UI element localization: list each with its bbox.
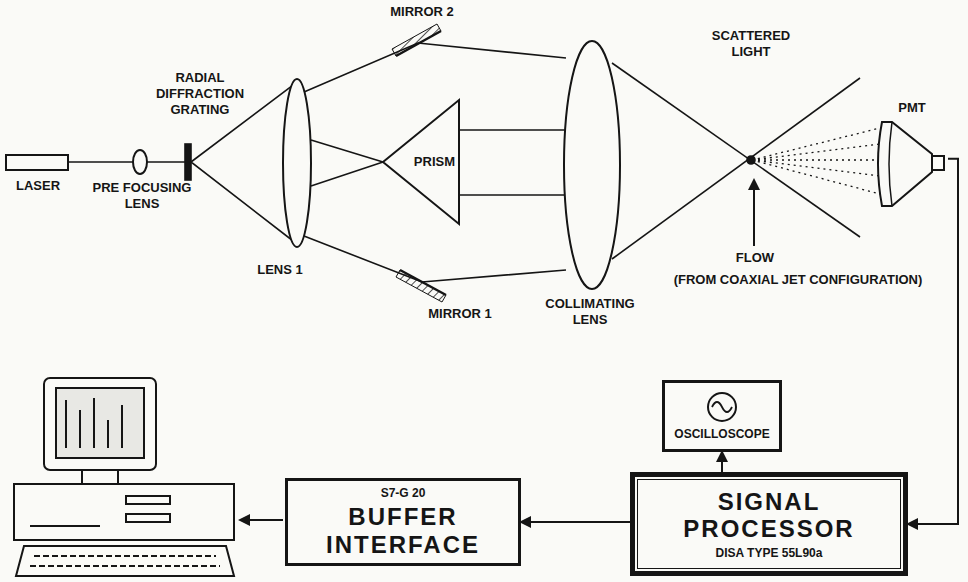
measuring-volume [747,156,755,164]
mirror-2-surface [396,31,441,56]
beam [612,78,860,259]
collimating-lens [564,41,620,289]
node-text: DISA TYPE 55L90a [716,546,823,561]
beam [458,129,566,131]
prism: PRISM [383,100,459,224]
node-text: PMT [876,100,948,116]
mirror-1-surface [400,270,446,295]
part-label: LASER [4,178,72,194]
photomultiplier-tube: PMT [876,96,948,210]
part-label: (FROM COAXIAL JET CONFIGURATION) [648,272,948,288]
scattered-light-cone [752,128,880,194]
laser-tube [6,155,68,170]
signal-connector [521,521,630,523]
node-text: SIGNAL PROCESSOR [674,488,864,542]
lens-1 [283,79,311,247]
mirror-1 [396,270,446,302]
beam [304,236,566,282]
computer [14,378,234,576]
beam [311,140,383,162]
part-label: COLLIMATING LENS [530,296,650,328]
signal-connector [908,159,958,524]
beam [612,63,860,237]
data-arrow [240,519,283,521]
part-label: PRE FOCUSING LENS [88,180,196,212]
mirror-2 [392,24,441,56]
node-text: BUFFER INTERFACE [308,503,498,559]
node-text: OSCILLOSCOPE [670,427,773,442]
laser-beam [68,161,133,163]
part-label: SCATTERED LIGHT [696,28,806,60]
beam [311,162,383,186]
node-text: PRISM [414,154,455,170]
part-label: MIRROR 2 [374,4,470,20]
buffer-interface-box: S7-G 20 BUFFER INTERFACE [285,478,521,566]
part-label: LENS 1 [245,262,315,278]
part-label: MIRROR 1 [412,306,508,322]
part-label: RADIAL DIFFRACTION GRATING [145,70,255,118]
beam [304,43,566,92]
laser-beam [147,161,186,163]
pre-focusing-lens [133,150,147,174]
signal-processor-box: SIGNAL PROCESSOR DISA TYPE 55L90a [630,472,908,576]
node-text: S7-G 20 [381,486,426,501]
beam [458,194,566,196]
sine-symbol [705,390,739,424]
flow-arrow [753,180,755,246]
signal-connector [721,452,723,472]
oscilloscope-box: OSCILLOSCOPE [662,380,782,452]
part-label: FLOW [731,250,779,266]
